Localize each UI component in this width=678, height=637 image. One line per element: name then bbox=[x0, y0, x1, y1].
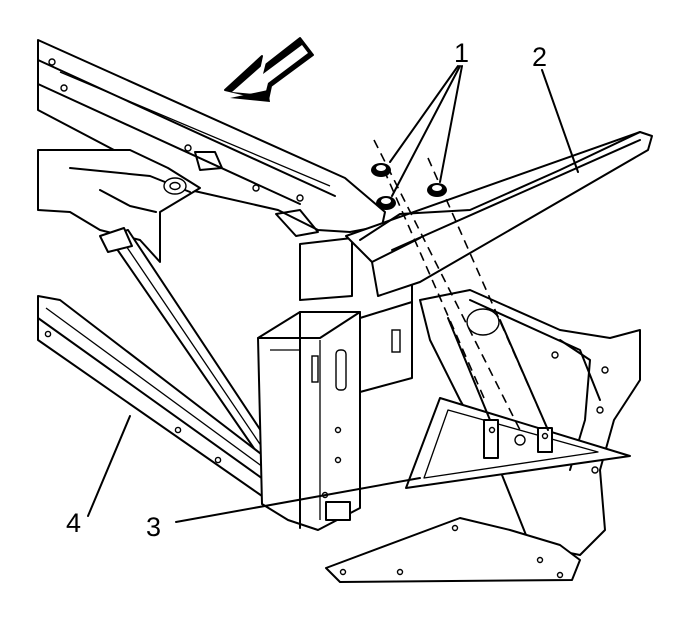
lower-splash-shield bbox=[325, 517, 581, 583]
callout-4: 4 bbox=[66, 508, 81, 538]
front-direction-arrow-icon bbox=[224, 37, 314, 102]
callout-3: 3 bbox=[146, 512, 161, 542]
fender-panel bbox=[345, 131, 653, 297]
fastener-nuts bbox=[371, 139, 549, 431]
nut-icon bbox=[371, 163, 391, 177]
nut-icon bbox=[427, 183, 447, 197]
callout-2: 2 bbox=[532, 42, 547, 72]
callout-1: 1 bbox=[454, 38, 469, 68]
leader-lines bbox=[87, 65, 579, 523]
left-mounting-bracket bbox=[37, 149, 201, 263]
lower-radiator-support bbox=[37, 295, 283, 501]
nut-icon bbox=[376, 196, 396, 210]
headlamp-bracket bbox=[405, 317, 631, 489]
